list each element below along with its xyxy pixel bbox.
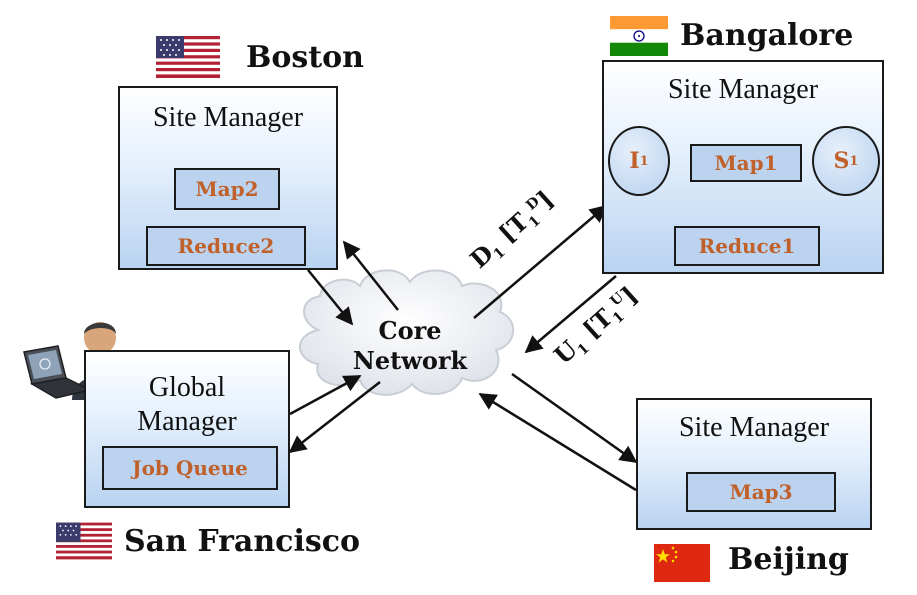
site-san-francisco: Global Manager Job Queue <box>84 350 290 508</box>
site-beijing: Site Manager Map3 <box>636 398 872 530</box>
core-line2: Network <box>352 346 468 375</box>
arrow-core-to-sf <box>288 381 381 454</box>
task-reduce1: Reduce1 <box>674 226 820 266</box>
us-flag-icon <box>156 36 220 78</box>
china-flag-icon <box>654 544 710 582</box>
arrow-beijing-to-core <box>478 392 637 492</box>
city-boston: Boston <box>246 40 364 75</box>
arrow-sf-to-core <box>289 374 362 416</box>
site-manager-title: Site Manager <box>678 412 830 443</box>
task-map3: Map3 <box>686 472 836 512</box>
core-network-label: Core Network <box>330 316 490 376</box>
city-san-francisco: San Francisco <box>124 524 361 559</box>
india-flag-icon <box>610 16 668 56</box>
job-queue: Job Queue <box>102 446 278 490</box>
arrow-core-to-bangalore <box>473 204 608 319</box>
city-bangalore: Bangalore <box>680 18 854 53</box>
task-map1: Map1 <box>690 144 802 182</box>
site-boston: Site Manager Map2 Reduce2 <box>118 86 338 270</box>
core-line1: Core <box>378 316 442 345</box>
arrow-core-to-beijing <box>511 372 638 464</box>
arrow-core-to-boston <box>342 240 399 311</box>
task-map2: Map2 <box>174 168 280 210</box>
city-beijing: Beijing <box>728 542 849 577</box>
arrow-boston-to-core <box>307 269 354 326</box>
us-flag-icon <box>56 522 112 560</box>
global-manager-line1: Global <box>148 372 226 403</box>
site-manager-title: Site Manager <box>152 102 304 133</box>
global-manager-line2: Manager <box>137 406 237 437</box>
site-manager-title: Site Manager <box>667 74 819 105</box>
task-reduce2: Reduce2 <box>146 226 306 266</box>
arrow-bangalore-to-core <box>524 275 617 354</box>
